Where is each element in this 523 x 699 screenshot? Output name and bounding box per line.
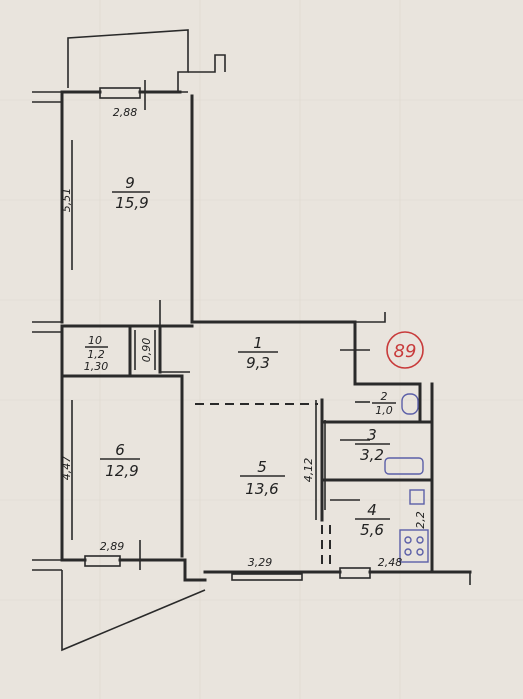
dim-room6-width: 2,89 (100, 540, 125, 553)
service-walls (195, 312, 434, 572)
dim-room4-length: 2,2 (414, 511, 427, 529)
room-1-number: 1 (253, 334, 263, 352)
window-room-6 (84, 555, 121, 567)
room-4-area: 5,6 (360, 521, 384, 539)
dim-room9-width: 2,88 (113, 106, 138, 119)
upper-balcony (67, 29, 226, 93)
bathtub-icon (384, 457, 424, 475)
room-labels: 9 15,9 10 1,2 1 9,3 2 1,0 3 3,2 6 12,9 5… (85, 174, 396, 539)
dimension-ticks (71, 80, 370, 570)
room-3-number: 3 (367, 426, 377, 444)
lower-balcony (61, 570, 206, 652)
window-room-4 (339, 567, 371, 579)
room-6-area: 12,9 (105, 462, 138, 480)
dim-room4-width: 2,48 (378, 556, 403, 569)
apartment-number-stamp: 89 (386, 331, 424, 369)
lower-walls (32, 374, 472, 585)
room-6-number: 6 (115, 441, 125, 459)
dimension-labels: 2,88 5,51 1,30 0,90 4,47 2,89 3,29 4,12 … (60, 106, 427, 569)
room-9-number: 9 (125, 174, 135, 192)
window-room-9 (99, 87, 141, 99)
window-room-5 (231, 573, 303, 581)
sink-icon (409, 489, 425, 505)
room-2-area: 1,0 (375, 404, 393, 417)
room-3-area: 3,2 (360, 446, 384, 464)
dim-room5-width: 3,29 (248, 556, 273, 569)
corridor-walls (32, 320, 357, 378)
dim-room10-length: 0,90 (140, 338, 153, 363)
room-2-number: 2 (381, 390, 388, 403)
room-10-area: 1,2 (87, 348, 105, 361)
room-1-area: 9,3 (246, 354, 270, 372)
room-5-number: 5 (257, 458, 267, 476)
room-5-area: 13,6 (245, 480, 278, 498)
room-10-number: 10 (88, 334, 102, 347)
room-9-walls (32, 87, 194, 324)
dim-room5-length: 4,12 (302, 458, 315, 483)
room-4-number: 4 (367, 501, 377, 519)
dim-room6-length: 4,47 (60, 456, 73, 481)
dim-room10-width: 1,30 (84, 360, 109, 373)
toilet-icon (401, 393, 419, 415)
stove-icon (399, 529, 429, 563)
room-9-area: 15,9 (115, 194, 148, 212)
dim-room9-length: 5,51 (60, 188, 73, 213)
plumbing-fixtures (384, 393, 429, 563)
stamp-number: 89 (394, 341, 417, 362)
